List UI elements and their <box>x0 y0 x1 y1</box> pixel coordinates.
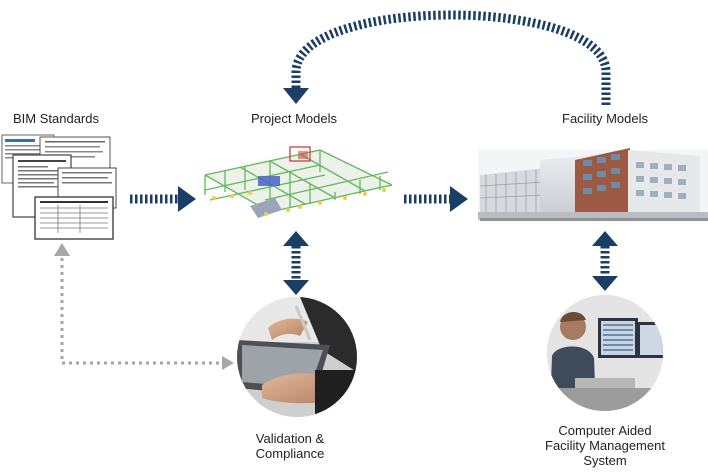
document-stack-icon <box>1 134 117 240</box>
dotted-connector-bim-validation <box>54 243 234 370</box>
arrow-bim-to-project <box>130 186 196 212</box>
arrow-facility-cafm <box>592 231 618 291</box>
tablet-pen-photo-icon <box>237 297 357 417</box>
arrow-project-to-facility <box>404 186 468 212</box>
facility-models-label: Facility Models <box>562 111 648 126</box>
building-render-icon <box>478 148 708 221</box>
cafm-label-line-1: Computer Aided <box>558 423 652 438</box>
bim-standards-label: BIM Standards <box>13 111 99 126</box>
arrow-project-validation <box>283 231 309 295</box>
validation-label-line-2: Compliance <box>255 446 325 461</box>
feedback-arrow <box>283 10 611 105</box>
cafm-label-line-2: Facility Management <box>545 438 665 453</box>
validation-label-line-1: Validation & <box>255 431 325 446</box>
cafm-label: Computer Aided Facility Management Syste… <box>535 423 675 468</box>
project-models-label: Project Models <box>251 111 337 126</box>
validation-label: Validation & Compliance <box>240 431 340 461</box>
arrowhead-down-project <box>283 88 309 104</box>
computer-operator-photo-icon <box>547 295 663 411</box>
steel-frame-model-icon <box>204 146 393 218</box>
cafm-label-line-3: System <box>583 453 627 468</box>
